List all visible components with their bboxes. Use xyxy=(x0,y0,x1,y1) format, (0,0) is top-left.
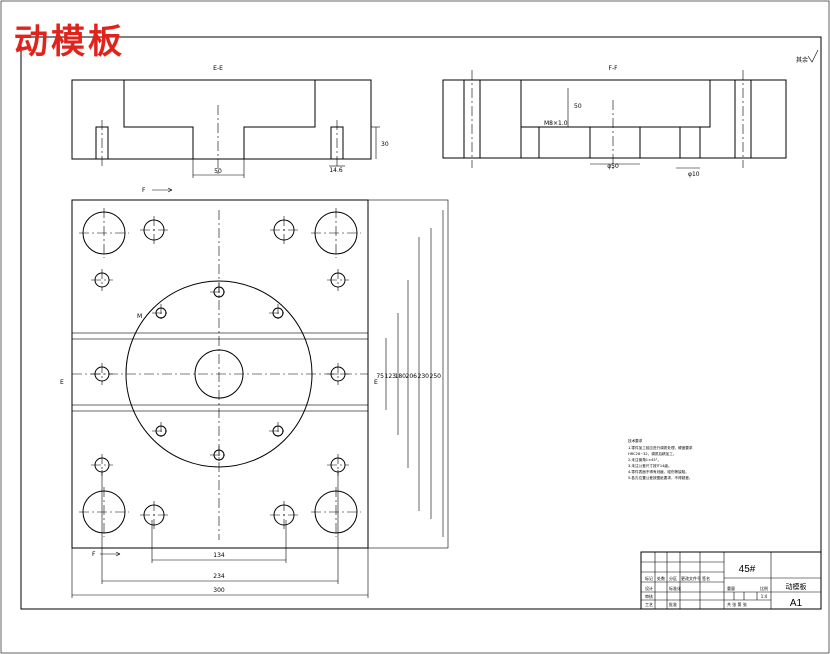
plan-view xyxy=(71,199,449,549)
section-label-left: E-E xyxy=(213,65,223,72)
cut-arrow-f-top xyxy=(152,187,173,193)
dim-plan-75: 75 xyxy=(376,373,384,380)
note-line-6: 5.各孔位置公差按图纸要求，不得超差。 xyxy=(628,475,693,480)
note-line-2: HRC28~32，调质后精加工。 xyxy=(628,451,676,456)
tb-row-zone: 分区 xyxy=(669,575,677,581)
tb-row-mark: 标记 xyxy=(645,575,653,581)
dim-top-left-width: 50 xyxy=(214,168,222,175)
roughness-note: 其余 xyxy=(796,56,808,64)
part-name-text: 动模板 xyxy=(786,582,807,591)
tb-row-count: 处数 xyxy=(657,575,665,581)
notes-heading: 技术要求 xyxy=(628,438,643,443)
drawing-title: 动模板 xyxy=(14,22,125,62)
dim-plan-123: 123 xyxy=(385,373,397,380)
sheet-size-text: A1 xyxy=(790,598,803,609)
note-line-1: 1.零件加工前应进行调质处理，硬度要求 xyxy=(628,445,693,450)
section-view-right xyxy=(442,70,787,172)
section-mark-m: M xyxy=(137,313,142,320)
tb-row-change: 更改文件号 xyxy=(681,575,701,581)
dim-plan-134: 134 xyxy=(213,552,225,559)
note-line-4: 3.未注公差尺寸按IT14级。 xyxy=(628,463,672,468)
tb-ratio: 比例 xyxy=(760,585,768,591)
dim-top-right-tol: M8×1.0 xyxy=(544,120,568,127)
dim-plan-180: 180 xyxy=(395,373,407,380)
tb-approve: 批准 xyxy=(669,601,677,607)
cut-label-e-right: E xyxy=(374,379,378,386)
dim-top-left-height: 30 xyxy=(381,141,389,148)
tb-design: 设计 xyxy=(645,585,653,591)
cut-label-e-left: E xyxy=(60,379,64,386)
tb-sheets: 共 张 第 张 xyxy=(727,601,747,607)
note-line-5: 4.零件表面不得有划痕、碰伤等缺陷。 xyxy=(628,469,689,474)
tb-standard: 标准化 xyxy=(669,585,681,591)
plan-holes xyxy=(79,208,361,537)
dim-top-right-depth: 50 xyxy=(574,103,582,110)
tb-process: 工艺 xyxy=(645,602,653,607)
drawing-border xyxy=(20,36,822,610)
dim-top-left-small: 14.6 xyxy=(329,167,343,174)
dim-plan-206: 206 xyxy=(406,373,418,380)
dim-top-right-small: φ10 xyxy=(688,171,700,178)
note-line-3: 2.未注倒角1×45°。 xyxy=(628,457,661,462)
cut-label-f-top: F xyxy=(142,187,146,194)
tb-check: 审核 xyxy=(645,593,653,599)
scale-text: 1:4 xyxy=(761,594,768,599)
cut-arrow-f-bottom xyxy=(100,551,121,557)
tb-row-sign: 签名 xyxy=(702,575,710,581)
section-view-left xyxy=(71,79,380,178)
dim-plan-300: 300 xyxy=(213,587,225,594)
tb-weight: 重量 xyxy=(727,585,735,591)
plan-dimension-lines xyxy=(71,210,444,598)
dim-top-right-width: φ50 xyxy=(607,163,619,170)
dim-plan-250: 250 xyxy=(430,373,442,380)
section-label-right: F-F xyxy=(608,65,618,72)
material-text: 45# xyxy=(739,564,756,575)
cut-label-f-bottom: F xyxy=(92,551,96,558)
roughness-symbol xyxy=(807,49,819,63)
title-block xyxy=(640,551,822,610)
dim-plan-230: 230 xyxy=(418,373,430,380)
dim-plan-234: 234 xyxy=(213,573,225,580)
